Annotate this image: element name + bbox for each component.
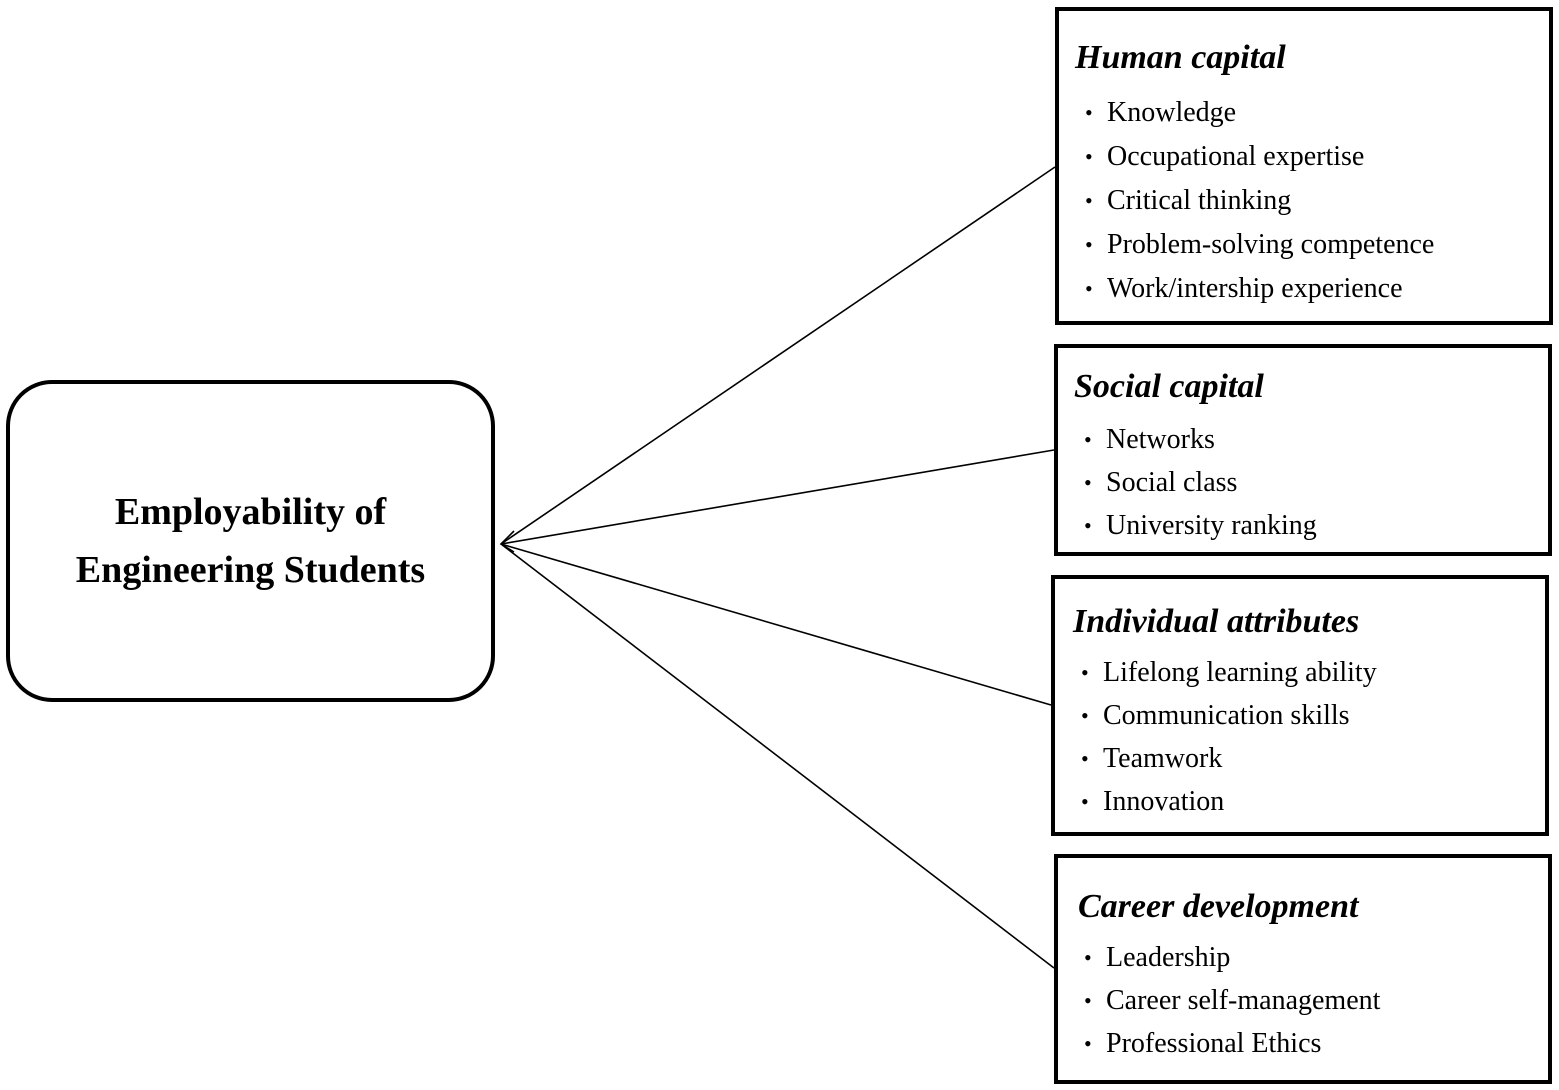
list-item-label: Leadership (1106, 941, 1231, 973)
list-item: • Innovation (1081, 780, 1377, 823)
list-item-label: Innovation (1103, 785, 1225, 817)
bullet-icon: • (1084, 512, 1092, 538)
bullet-icon: • (1084, 1030, 1092, 1056)
list-item: • Work/intership experience (1085, 267, 1434, 311)
list-item: • Occupational expertise (1085, 135, 1434, 179)
factor-box-individual-attributes: Individual attributes • Lifelong learning… (1051, 575, 1549, 836)
factor-title: Individual attributes (1073, 603, 1360, 640)
list-item: • Teamwork (1081, 737, 1377, 780)
list-item-label: Networks (1106, 423, 1215, 455)
list-item-label: Communication skills (1103, 699, 1350, 731)
bullet-icon: • (1084, 944, 1092, 970)
bullet-icon: • (1081, 702, 1089, 728)
factor-box-social-capital: Social capital • Networks • Social class •… (1054, 344, 1552, 556)
list-item-label: Professional Ethics (1106, 1027, 1322, 1059)
list-item: • Knowledge (1085, 91, 1434, 135)
list-item-label: Social class (1106, 466, 1238, 498)
bullet-icon: • (1084, 426, 1092, 452)
list-item: • Lifelong learning ability (1081, 651, 1377, 694)
factor-item-list: • Leadership • Career self-management • Pro… (1084, 936, 1380, 1065)
list-item: • Communication skills (1081, 694, 1377, 737)
list-item: • Leadership (1084, 936, 1380, 979)
factor-item-list: • Networks • Social class • University rank… (1084, 418, 1317, 547)
list-item: • Social class (1084, 461, 1317, 504)
center-node: Employability of Engineering Students (6, 380, 495, 702)
connector-social (500, 449, 1055, 545)
bullet-icon: • (1085, 100, 1093, 125)
bullet-icon: • (1081, 745, 1089, 771)
factor-box-human-capital: Human capital • Knowledge • Occupational e… (1055, 7, 1553, 325)
list-item-label: Problem-solving competence (1107, 229, 1435, 260)
connector-individual (500, 543, 1052, 706)
list-item-label: University ranking (1106, 509, 1317, 541)
connector-career (500, 543, 1055, 969)
bullet-icon: • (1081, 659, 1089, 685)
bullet-icon: • (1085, 232, 1093, 257)
list-item: • Professional Ethics (1084, 1022, 1380, 1065)
list-item: • Problem-solving competence (1085, 223, 1434, 267)
list-item-label: Occupational expertise (1107, 141, 1365, 172)
factor-item-list: • Knowledge • Occupational expertise • Crit… (1085, 91, 1434, 311)
factor-title: Social capital (1074, 368, 1264, 405)
list-item-label: Knowledge (1107, 97, 1237, 128)
bullet-icon: • (1085, 144, 1093, 169)
list-item: • University ranking (1084, 504, 1317, 547)
list-item-label: Critical thinking (1107, 185, 1292, 216)
list-item-label: Work/intership experience (1107, 273, 1403, 304)
list-item-label: Lifelong learning ability (1103, 656, 1377, 688)
factor-box-career-development: Career development • Leadership • Career s… (1054, 854, 1552, 1084)
list-item: • Networks (1084, 418, 1317, 461)
bullet-icon: • (1085, 276, 1093, 301)
factor-title: Career development (1078, 888, 1359, 925)
connector-human (500, 166, 1056, 545)
list-item: • Critical thinking (1085, 179, 1434, 223)
list-item-label: Teamwork (1103, 742, 1223, 774)
bullet-icon: • (1081, 788, 1089, 814)
list-item-label: Career self-management (1106, 984, 1381, 1016)
center-title: Employability of Engineering Students (75, 491, 426, 591)
list-item: • Career self-management (1084, 979, 1380, 1022)
arrowhead-icon (499, 530, 515, 553)
bullet-icon: • (1085, 188, 1093, 213)
factor-item-list: • Lifelong learning ability • Communicatio… (1081, 651, 1377, 823)
bullet-icon: • (1084, 987, 1092, 1013)
bullet-icon: • (1084, 469, 1092, 495)
factor-title: Human capital (1075, 39, 1286, 76)
